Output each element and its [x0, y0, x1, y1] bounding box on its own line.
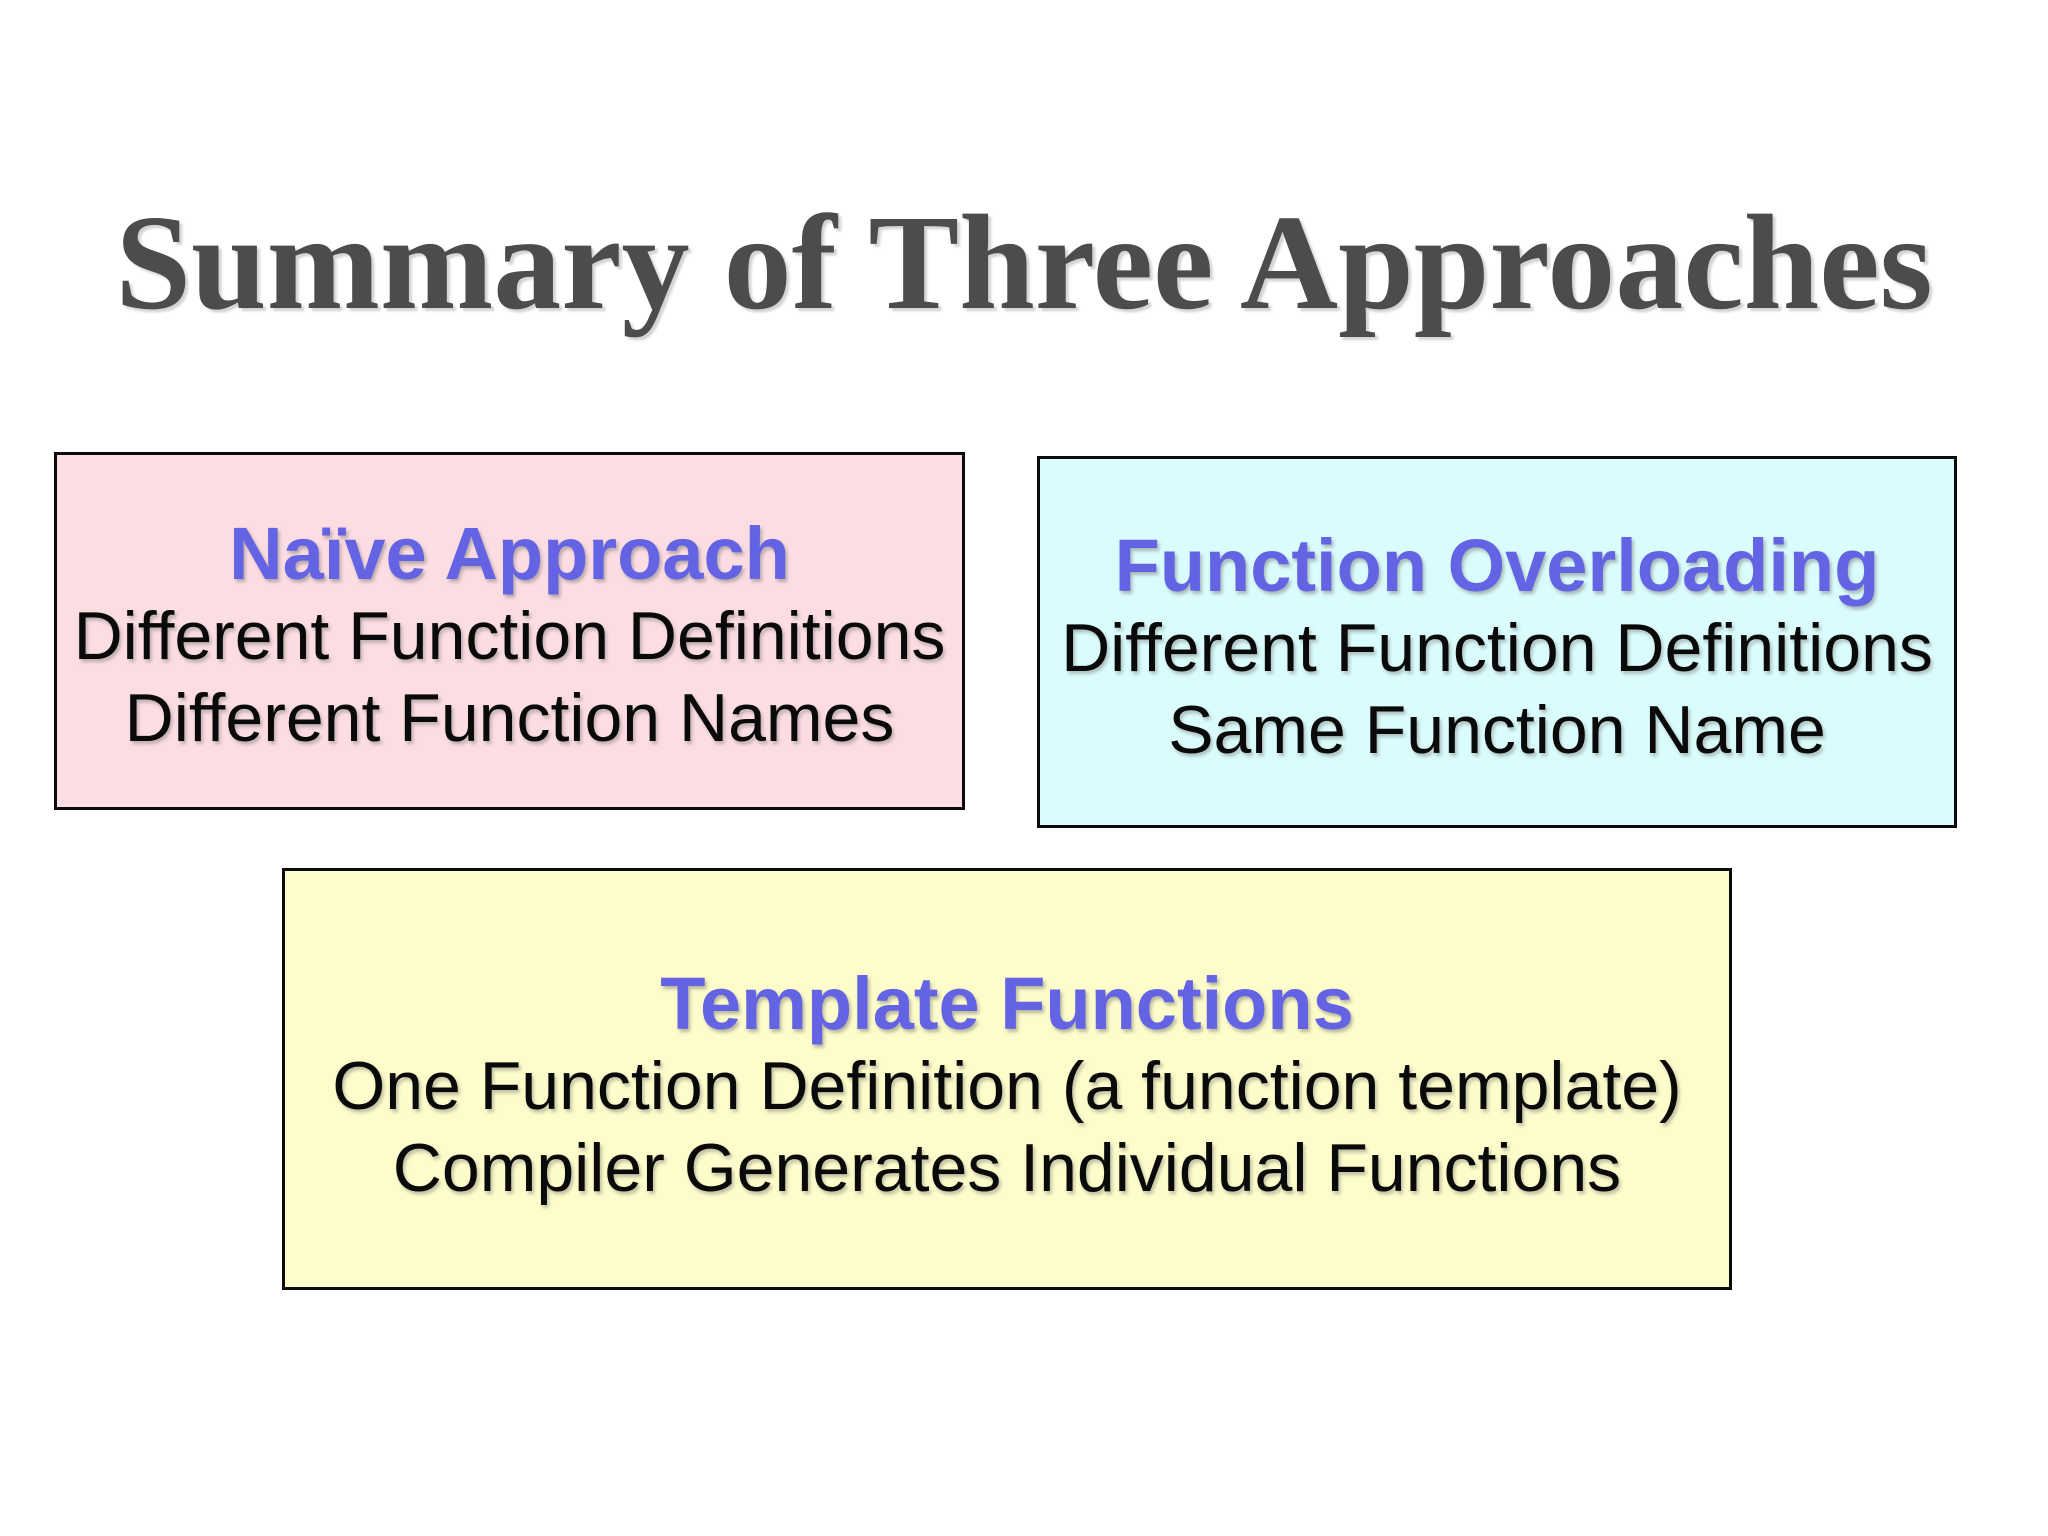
naive-approach-line-1: Different Function Definitions — [73, 598, 946, 674]
slide-title: Summary of Three Approaches — [115, 188, 1933, 338]
template-functions-heading: Template Functions — [660, 962, 1354, 1045]
function-overloading-line-1: Different Function Definitions — [1061, 610, 1933, 686]
template-functions-line-2: Compiler Generates Individual Functions — [392, 1130, 1622, 1206]
template-functions-box: Template Functions One Function Definiti… — [282, 868, 1732, 1290]
function-overloading-box: Function Overloading Different Function … — [1037, 456, 1957, 828]
template-functions-line-1: One Function Definition (a function temp… — [332, 1048, 1682, 1124]
naive-approach-box: Naïve Approach Different Function Defini… — [54, 452, 965, 810]
naive-approach-line-2: Different Function Names — [124, 680, 895, 756]
function-overloading-line-2: Same Function Name — [1168, 692, 1826, 768]
function-overloading-heading: Function Overloading — [1114, 524, 1880, 607]
naive-approach-heading: Naïve Approach — [229, 512, 790, 595]
